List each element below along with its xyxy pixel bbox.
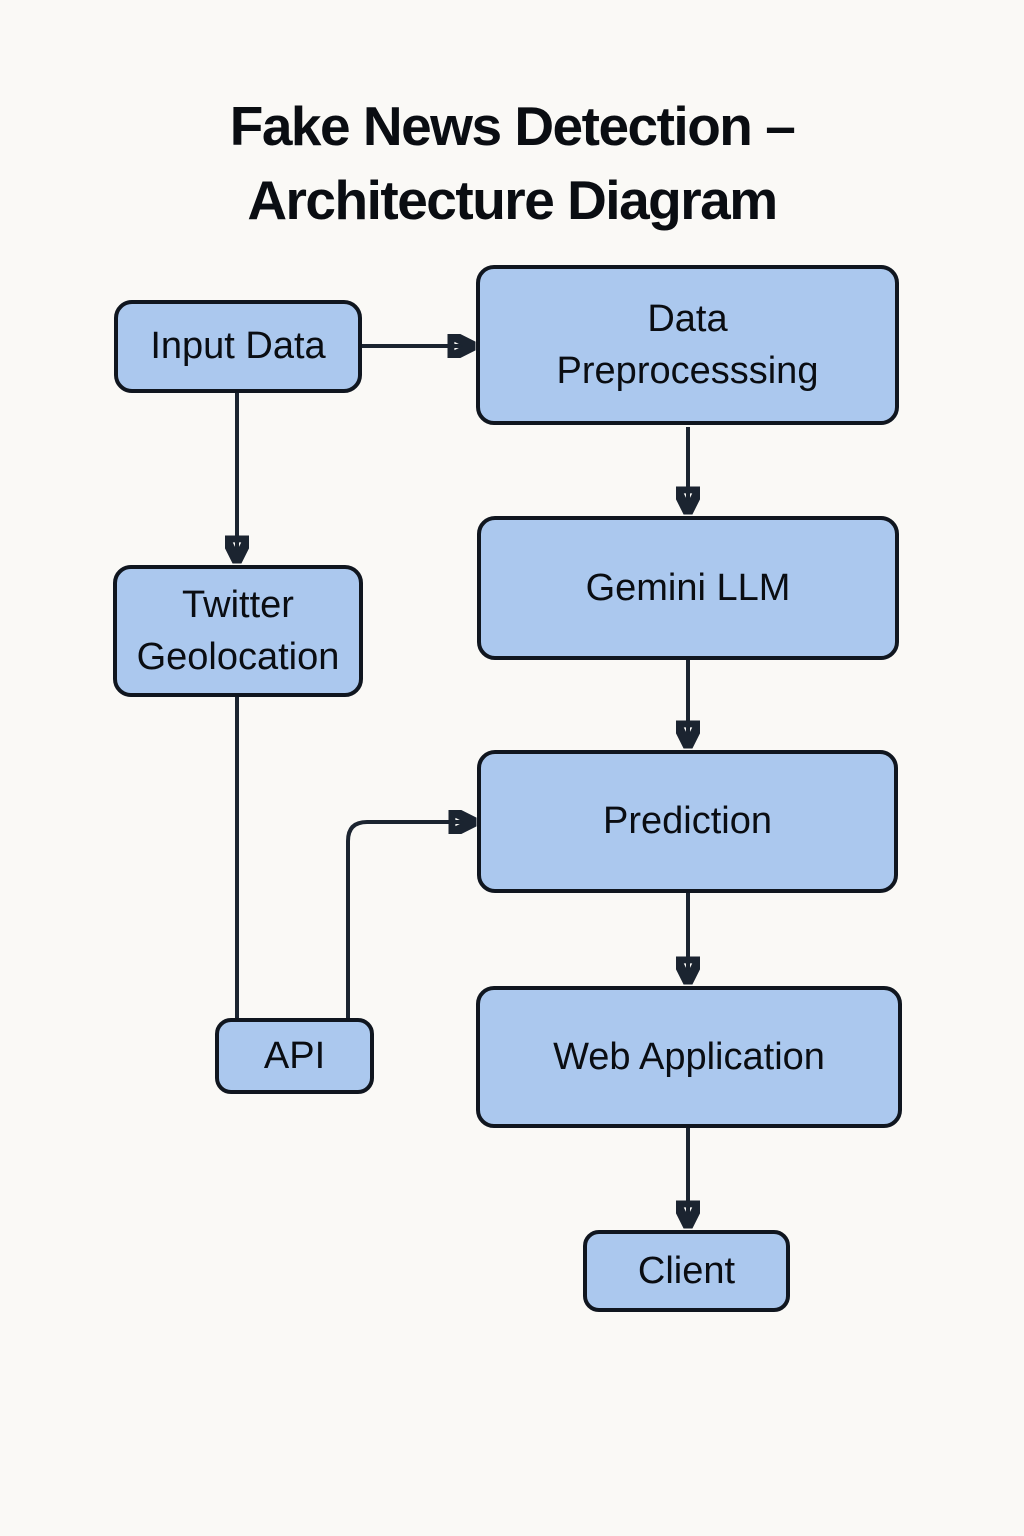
- page-title: Fake News Detection – Architecture Diagr…: [0, 89, 1024, 238]
- page-title-line1: Fake News Detection –: [229, 94, 796, 157]
- node-client: Client: [583, 1230, 790, 1312]
- node-client-label: Client: [637, 1249, 736, 1292]
- node-twitter-geolocation-line2: Geolocation: [136, 636, 340, 678]
- node-data-preprocessing-line2: Preprocesssing: [556, 350, 819, 392]
- node-input-data: Input Data: [114, 300, 362, 393]
- node-api: API: [215, 1018, 374, 1094]
- node-web-application: Web Application: [476, 986, 902, 1128]
- node-data-preprocessing: Data Preprocesssing: [476, 265, 899, 425]
- node-web-application-label: Web Application: [553, 1035, 825, 1078]
- node-gemini-llm: Gemini LLM: [477, 516, 899, 660]
- node-prediction: Prediction: [477, 750, 898, 893]
- node-gemini-llm-label: Gemini LLM: [585, 566, 791, 609]
- edge-api-to-prediction: [346, 822, 471, 1018]
- node-twitter-geolocation: Twitter Geolocation: [113, 565, 363, 697]
- page-title-line2: Architecture Diagram: [247, 169, 778, 232]
- node-prediction-label: Prediction: [603, 800, 772, 843]
- node-twitter-geolocation-line1: Twitter: [182, 583, 294, 626]
- node-api-label: API: [263, 1034, 326, 1077]
- node-input-data-label: Input Data: [150, 325, 326, 368]
- node-data-preprocessing-line1: Data: [647, 297, 728, 340]
